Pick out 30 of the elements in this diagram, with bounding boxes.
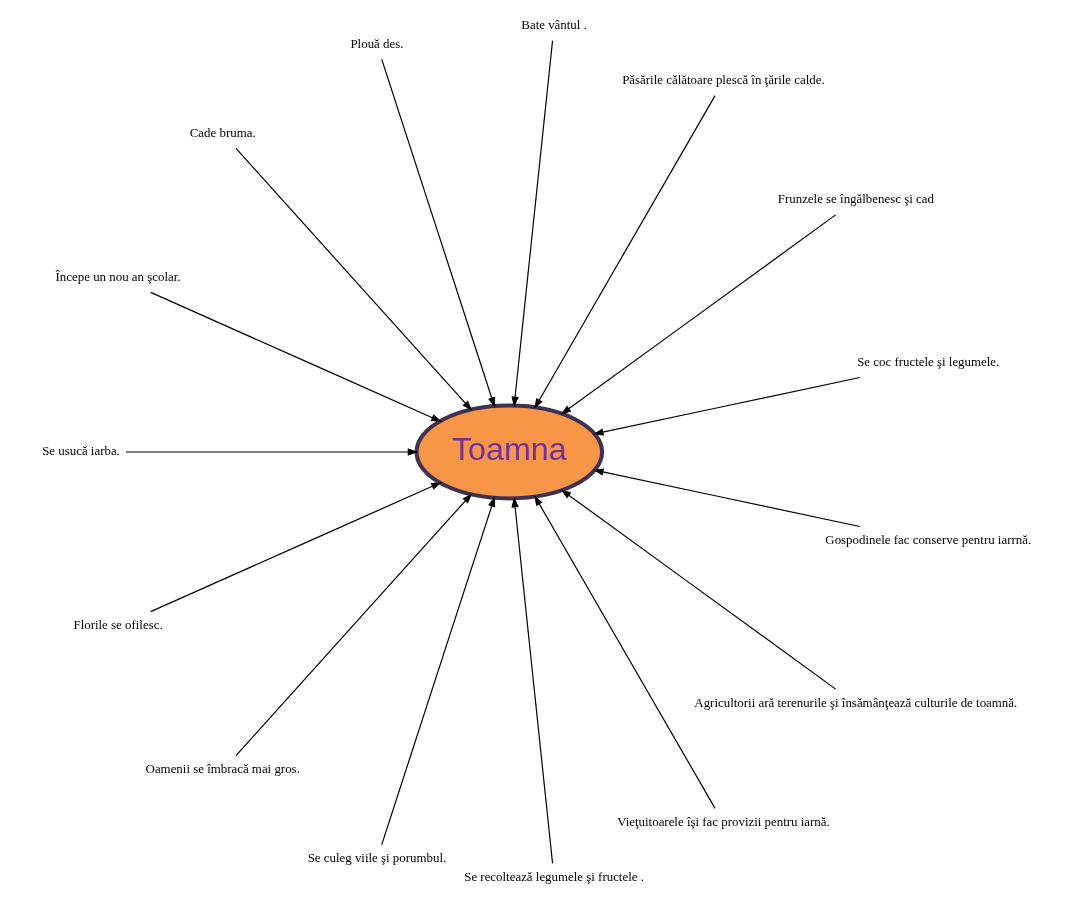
node-text: Oamenii se îmbracă mai gros.	[145, 762, 300, 777]
arrow	[534, 495, 716, 809]
node-text: Agricultorii ară terenurile şi însămânţează culturile de toamnă.	[694, 695, 1018, 710]
arrow	[511, 40, 554, 408]
arrow	[381, 58, 496, 408]
arrow	[593, 376, 861, 436]
arrow	[511, 496, 554, 864]
node-text: Se usucă iarba.	[42, 444, 120, 459]
arrow	[150, 482, 442, 613]
arrow	[560, 214, 837, 415]
node-text: Păsările călătoare plescă în ţările calde.	[622, 73, 825, 88]
node-text: Se coc fructele şi legumele.	[857, 355, 1000, 370]
node-text: Începe un nou an şcolar.	[55, 269, 181, 284]
node-text: Plouă des.	[350, 36, 404, 51]
arrow	[534, 95, 716, 409]
arrow	[560, 489, 837, 690]
arrow	[381, 496, 496, 846]
node-text: Se culeg viile şi porumbul.	[307, 851, 447, 866]
arrow	[235, 147, 473, 411]
node-text: Frunzele se îngălbenesc şi cad	[777, 192, 934, 207]
node-text: Se recoltează legumele şi fructele .	[464, 870, 644, 885]
node-text: Cade bruma.	[189, 125, 256, 140]
node-text: Florile se ofilesc.	[73, 618, 163, 633]
node-text: Vieţuitoarele îşi fac provizii pentru iarnă.	[617, 814, 830, 829]
node-text: Bate vântul .	[521, 18, 587, 33]
node-text: Gospodinele fac conserve pentru iarrnă.	[825, 533, 1032, 548]
arrow	[593, 468, 861, 528]
arrow	[125, 448, 419, 456]
arrow	[150, 291, 442, 422]
arrow	[235, 493, 473, 757]
